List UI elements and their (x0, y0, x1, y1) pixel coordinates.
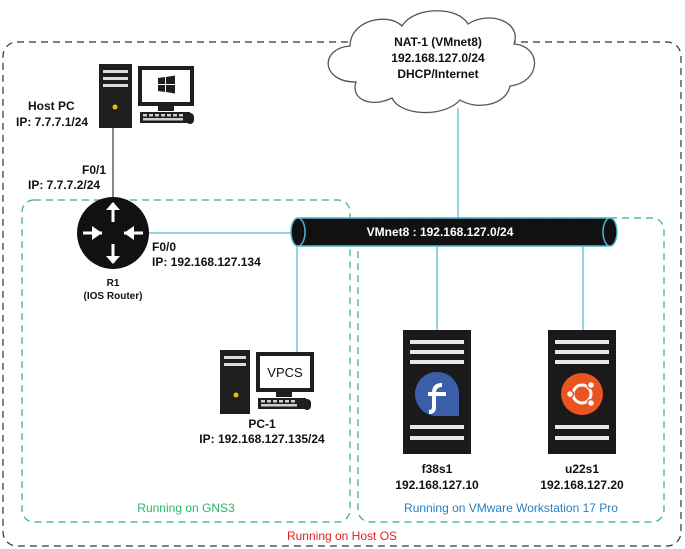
server-f38s1-ip: 192.168.127.10 (395, 478, 479, 492)
fedora-server-icon (403, 330, 471, 454)
cloud-icon (327, 10, 536, 114)
bus-label: VMnet8 : 192.168.127.0/24 (367, 225, 514, 239)
pc1-ip: IP: 192.168.127.135/24 (199, 432, 325, 446)
vmware-zone-label: Running on VMware Workstation 17 Pro (404, 501, 618, 515)
cloud-title: NAT-1 (VMnet8) (394, 35, 482, 49)
host-pc-ip: IP: 7.7.7.1/24 (16, 115, 88, 129)
server-u22s1-name: u22s1 (565, 462, 599, 476)
pc1-name: PC-1 (248, 417, 276, 431)
server-u22s1-ip: 192.168.127.20 (540, 478, 624, 492)
router-f00-ip: IP: 192.168.127.134 (152, 255, 261, 269)
ubuntu-server-icon (548, 330, 616, 454)
vpcs-pc-icon (220, 350, 314, 414)
router-desc: (IOS Router) (84, 291, 143, 302)
host-os-zone (2, 41, 682, 547)
cloud-service: DHCP/Internet (397, 67, 478, 81)
router-name: R1 (107, 278, 120, 289)
windows-pc-icon (99, 64, 194, 128)
host-pc-name: Host PC (28, 99, 75, 113)
router-f01-label: F0/1 (82, 163, 106, 177)
links (148, 108, 584, 352)
pc1-screen-text: VPCS (267, 365, 303, 380)
gns3-zone-label: Running on GNS3 (137, 501, 235, 515)
router-f01-ip: IP: 7.7.7.2/24 (28, 178, 100, 192)
router-f00-label: F0/0 (152, 240, 176, 254)
server-f38s1-name: f38s1 (422, 462, 453, 476)
cloud-subnet: 192.168.127.0/24 (391, 51, 485, 65)
vmnet8-bus (290, 217, 618, 247)
host-os-zone-label: Running on Host OS (287, 529, 397, 543)
router-icon (77, 197, 149, 269)
gns3-zone (21, 199, 351, 523)
